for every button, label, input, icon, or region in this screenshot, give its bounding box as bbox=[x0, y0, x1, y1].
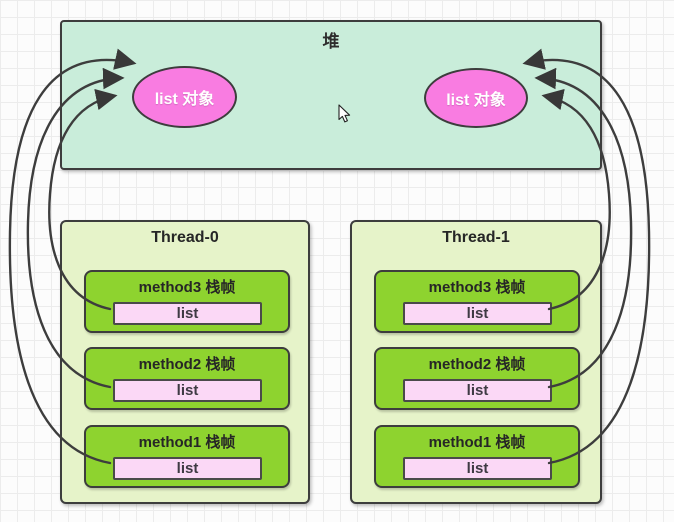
thread-1-frame-method1: method1 栈帧 list bbox=[374, 425, 580, 488]
thread-0-title: Thread-0 bbox=[151, 229, 219, 246]
local-variable-list: list bbox=[113, 379, 262, 402]
frame-title: method2 栈帧 bbox=[138, 356, 236, 373]
frame-title: method1 栈帧 bbox=[428, 434, 526, 451]
frame-title: method3 栈帧 bbox=[138, 279, 236, 296]
local-variable-list: list bbox=[113, 457, 262, 480]
frame-title: method2 栈帧 bbox=[428, 356, 526, 373]
frame-title: method3 栈帧 bbox=[428, 279, 526, 296]
heap-object-label: list 对象 bbox=[446, 92, 506, 109]
local-variable-list: list bbox=[403, 379, 552, 402]
local-variable-list: list bbox=[403, 457, 552, 480]
local-variable-list: list bbox=[403, 302, 552, 325]
thread-1-frame-method2: method2 栈帧 list bbox=[374, 347, 580, 410]
heap-object-list-0: list 对象 bbox=[132, 66, 237, 128]
thread-0-stack: Thread-0 method3 栈帧 list method2 栈帧 list… bbox=[60, 220, 310, 504]
thread-0-frame-method3: method3 栈帧 list bbox=[84, 270, 290, 333]
heap-region: 堆 list 对象 list 对象 bbox=[60, 20, 602, 170]
local-variable-list: list bbox=[113, 302, 262, 325]
thread-1-stack: Thread-1 method3 栈帧 list method2 栈帧 list… bbox=[350, 220, 602, 504]
thread-0-frame-method1: method1 栈帧 list bbox=[84, 425, 290, 488]
heap-object-label: list 对象 bbox=[154, 91, 215, 108]
thread-0-frame-method2: method2 栈帧 list bbox=[84, 347, 290, 410]
frame-title: method1 栈帧 bbox=[138, 434, 236, 451]
thread-1-title: Thread-1 bbox=[442, 229, 510, 246]
heap-object-list-1: list 对象 bbox=[424, 68, 528, 128]
heap-title: 堆 bbox=[322, 32, 340, 51]
thread-1-frame-method3: method3 栈帧 list bbox=[374, 270, 580, 333]
